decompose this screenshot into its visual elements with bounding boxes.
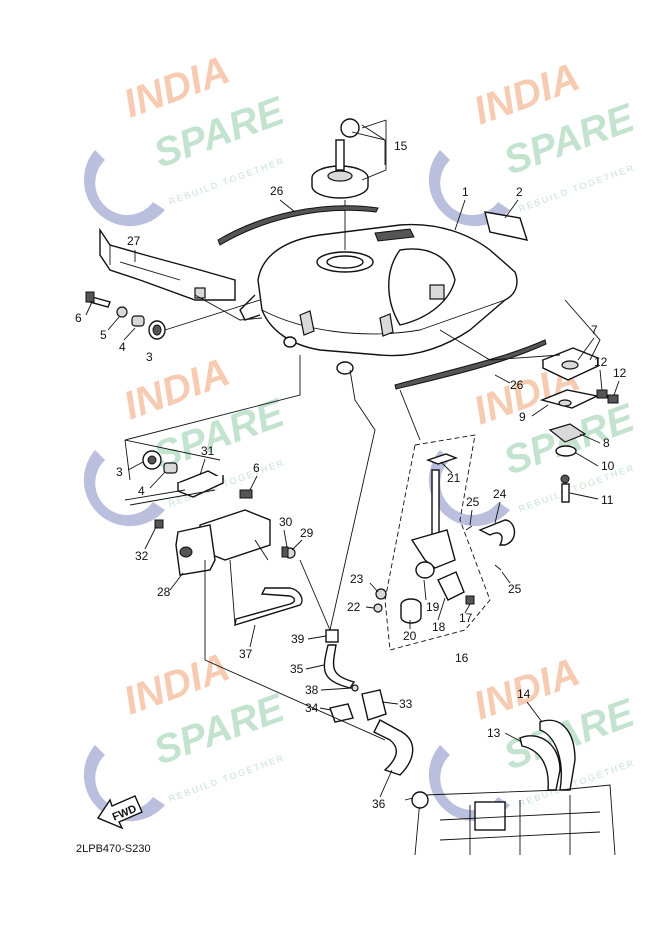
callout-19: 19 [426, 600, 440, 614]
callout-13: 13 [487, 726, 501, 740]
callout-36: 36 [372, 797, 386, 811]
callout-10: 10 [601, 459, 615, 473]
callout-5: 5 [100, 328, 107, 342]
callout-31: 31 [201, 444, 215, 458]
callout-2: 2 [516, 185, 523, 199]
callout-32: 32 [135, 549, 149, 563]
callout-6-lower: 6 [253, 461, 260, 475]
callout-6-upper: 6 [75, 311, 82, 325]
hose-assembly [323, 629, 414, 776]
callout-24: 24 [493, 487, 507, 501]
callout-12-right: 12 [613, 366, 627, 380]
watermark-top-left: INDIA SPARE REBUILD TOGETHER [83, 48, 291, 227]
callout-17: 17 [459, 611, 473, 625]
wrench-logo-icon [83, 150, 165, 227]
callout-33: 33 [399, 697, 413, 711]
frame-section [404, 784, 616, 856]
callout-30: 30 [279, 515, 293, 529]
bent-pipe [234, 587, 303, 627]
side-cover-27 [99, 227, 236, 301]
callout-28: 28 [157, 585, 171, 599]
callout-37: 37 [239, 647, 253, 661]
fuel-cap-assembly [311, 118, 387, 199]
wrench-logo-icon [83, 745, 165, 822]
callout-4-lower: 4 [138, 484, 145, 498]
fuel-tank [239, 200, 518, 375]
callout-35: 35 [290, 662, 304, 676]
diagram-code: 2LPB470-S230 [76, 843, 151, 855]
callout-27: 27 [127, 234, 141, 248]
callout-25-lower: 25 [508, 582, 522, 596]
callout-3-upper: 3 [146, 350, 153, 364]
callout-20: 20 [403, 629, 417, 643]
callout-3-lower: 3 [116, 465, 123, 479]
callout-16: 16 [455, 651, 469, 665]
callout-18: 18 [432, 620, 446, 634]
callout-7: 7 [591, 323, 598, 337]
tank-seal-lower [394, 339, 547, 390]
tank-seal-upper [217, 205, 379, 246]
callout-4-upper: 4 [119, 340, 126, 354]
left-mount-hardware [85, 291, 261, 340]
callout-1: 1 [462, 185, 469, 199]
callout-22: 22 [347, 600, 361, 614]
callout-23: 23 [350, 572, 364, 586]
callout-29: 29 [300, 526, 314, 540]
leader-lines [124, 294, 561, 741]
wrench-logo-icon [428, 150, 510, 227]
wrench-logo-icon [83, 450, 165, 527]
callout-11: 11 [601, 493, 614, 507]
callout-34: 34 [305, 701, 319, 715]
emblem-plate [484, 211, 529, 241]
callout-8: 8 [603, 436, 610, 450]
fuel-cock-assembly [373, 434, 516, 651]
callout-38: 38 [305, 683, 319, 697]
watermark-top-right: INDIA SPARE REBUILD TOGETHER [428, 55, 641, 227]
callout-9: 9 [519, 410, 526, 424]
callout-25-upper: 25 [466, 495, 480, 509]
callout-26-lower: 26 [510, 378, 524, 392]
callout-12-left: 12 [594, 355, 608, 369]
callout-14: 14 [517, 687, 531, 701]
watermark-bottom-left: INDIA SPARE REBUILD TOGETHER [83, 645, 291, 822]
wrench-logo-icon [428, 450, 510, 527]
callout-21: 21 [447, 471, 461, 485]
wrench-logo-icon [428, 745, 510, 822]
watermark-mid-left: INDIA SPARE REBUILD TOGETHER [83, 350, 291, 527]
callout-15: 15 [394, 139, 408, 153]
callouts: 1 2 3 3 4 4 5 6 6 7 8 9 10 11 12 12 13 1… [75, 139, 627, 811]
callout-26-upper: 26 [270, 184, 284, 198]
callout-39: 39 [291, 632, 305, 646]
